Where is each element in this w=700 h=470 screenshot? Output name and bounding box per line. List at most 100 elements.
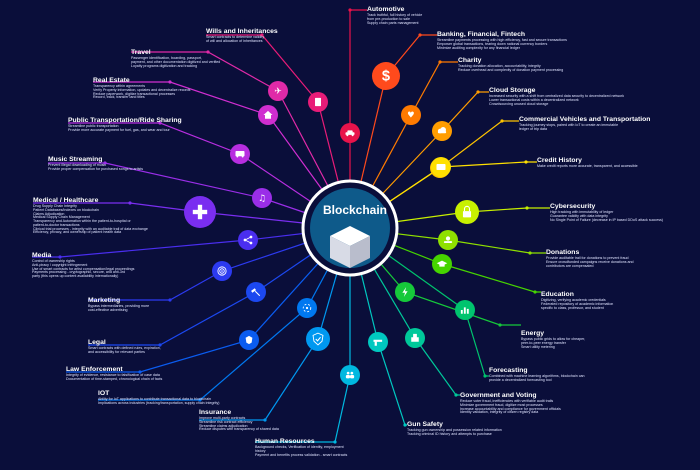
label-desc-line: Minimize auditing complexity for any fin… — [437, 45, 520, 50]
label-desc-line: Smart utility metering — [521, 344, 555, 349]
spoke-government — [349, 227, 460, 396]
label-desc-line: Reduce overhead and complexity of donati… — [458, 67, 564, 72]
spoke-end-forecasting — [483, 374, 487, 378]
label-desc-line: Lower transactional costs within a decen… — [489, 97, 579, 102]
shield-check-icon — [312, 332, 324, 346]
scroll-icon — [315, 97, 321, 107]
node-charity: ♥ — [401, 105, 421, 125]
spoke-end-travel — [206, 50, 210, 54]
label-desc-line: Make credit reports more accurate, trans… — [537, 164, 638, 169]
hub — [301, 179, 399, 277]
label-desc-line: Supply chain parts management — [367, 20, 419, 25]
label-desc-line: Increase accountability and compliance f… — [460, 406, 561, 411]
dollar-icon: $ — [382, 69, 390, 85]
spoke-end-cloud — [476, 90, 480, 94]
label-title: Real Estate — [93, 77, 130, 84]
label-desc-line: Identity validation, integrity of citize… — [460, 410, 539, 415]
label-desc-line: Ability for IoT applications to contribu… — [98, 397, 212, 402]
spoke-end-public — [158, 121, 162, 125]
spoke-end-wills — [260, 33, 264, 37]
label-desc-line: Guarantee validity with data integrity — [550, 213, 608, 218]
node-music: ♫ — [252, 188, 272, 208]
node-cloud — [432, 121, 452, 141]
node-insurance — [306, 327, 330, 351]
spoke-end-credit — [524, 160, 528, 164]
node-circle-music — [252, 188, 272, 208]
label-desc-line: cost-effective advertising — [88, 307, 128, 312]
spoke-end-hr — [333, 440, 337, 444]
spoke-media — [32, 227, 351, 258]
node-education — [432, 254, 452, 274]
label-title: Wills and Inheritances — [206, 28, 278, 35]
label-title: IOT — [98, 390, 110, 397]
spoke-end-realestate — [168, 80, 172, 84]
label-title: Media — [32, 252, 52, 259]
label-title: Marketing — [88, 297, 121, 304]
label-desc-line: patient-to-doctor transactions — [33, 222, 80, 227]
spoke-hr — [255, 228, 351, 443]
label-desc-line: Streamline claims adjudication — [199, 423, 248, 428]
node-realestate — [258, 105, 278, 125]
cloud-icon — [437, 127, 447, 134]
label-title: Medical / Healthcare — [33, 197, 99, 204]
label-desc-line: Provide auditable trail for donations to… — [546, 256, 629, 261]
share-icon — [243, 235, 253, 245]
label-title: Cloud Storage — [489, 87, 536, 94]
svg-text:$: $ — [382, 69, 390, 85]
label-desc-line: Use of smart contracts for artist compen… — [32, 266, 135, 271]
label-desc-line: Implications across industries (tracking… — [98, 400, 220, 405]
label-desc-line: Payments processing - cryptographic, sec… — [32, 270, 126, 275]
label-desc-line: Record, track, transfer land titles — [93, 95, 145, 100]
node-law — [239, 330, 259, 350]
label-desc-line: Integrity of evidence, resistance to fal… — [66, 373, 160, 378]
label-desc-line: High tracking with immutability of ledge… — [550, 210, 614, 215]
spoke-banking — [349, 34, 437, 229]
label-desc-line: Bypass intermediaries, providing more — [88, 304, 150, 309]
label-desc-line: Drug Supply Chain Integrity — [33, 204, 77, 209]
airplane-icon: ✈ — [274, 87, 282, 97]
label-desc-line: Efficiency, privacy, and ownership of pa… — [33, 230, 122, 235]
label-title: Charity — [458, 57, 482, 64]
label-desc-line: Combined with machine learning algorithm… — [489, 374, 585, 379]
spoke-travel — [131, 51, 351, 229]
node-government — [405, 328, 425, 348]
label-desc-line: Bypass public grids to allow for cheaper… — [521, 337, 586, 342]
spoke-public — [68, 122, 351, 229]
label-desc-line: Verify Property information, updates and… — [93, 87, 191, 92]
node-credit — [431, 157, 451, 177]
label-desc-line: Increased security with a shift from cen… — [489, 94, 625, 99]
node-travel: ✈ — [268, 81, 288, 101]
label-title: Government and Voting — [460, 392, 537, 399]
spoke-education — [349, 227, 541, 293]
label-desc-line: Streamline risk contract efficiency — [199, 419, 253, 424]
label-desc-line: Federated repository of academic informa… — [541, 301, 614, 306]
label-desc-line: specific to class, professor, and studen… — [541, 305, 604, 310]
node-circle-banking — [372, 62, 400, 90]
spoke-legal — [88, 227, 351, 346]
label-desc-line: Medical Supply Chain Management — [33, 215, 90, 220]
spoke-end-media — [58, 255, 62, 259]
label-desc-line: No Single Point of Failure (decrease in … — [550, 217, 663, 222]
label-title: Commercial Vehicles and Transportation — [519, 116, 651, 123]
label-title: Forecasting — [489, 367, 528, 374]
spoke-end-insurance — [263, 418, 267, 422]
label-desc-line: Reduce disputes with transparency of sha… — [199, 427, 279, 432]
label-title: Banking, Financial, Fintech — [437, 31, 525, 38]
spoke-insurance — [199, 227, 351, 421]
spoke-end-law — [138, 370, 142, 374]
label-title: Education — [541, 291, 574, 298]
label-desc-line: Streamline payments processing with high… — [437, 38, 567, 43]
